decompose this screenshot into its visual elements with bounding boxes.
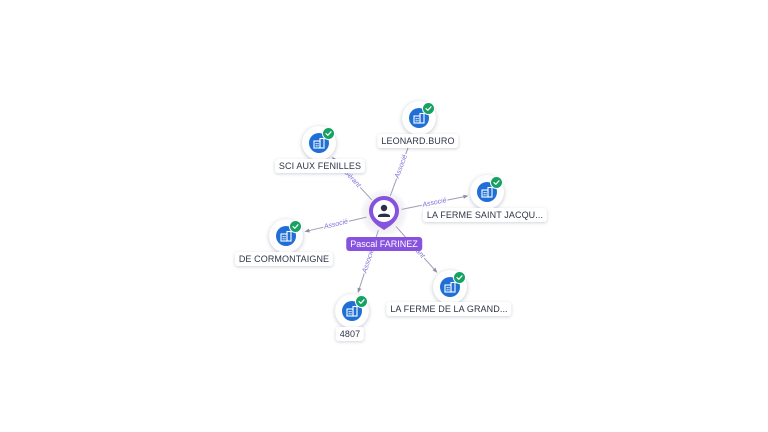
edge-arrow bbox=[304, 228, 310, 233]
verified-check-icon bbox=[453, 271, 466, 284]
edge-de-cormontaigne bbox=[305, 216, 367, 232]
company-label-4807: 4807 bbox=[335, 327, 365, 341]
verified-check-icon bbox=[422, 102, 435, 115]
person-name-label: Pascal FARINEZ bbox=[346, 237, 422, 251]
company-label-leonard-buro: LEONARD.BURO bbox=[377, 134, 459, 148]
company-node-la-ferme-saint-jacques[interactable] bbox=[470, 175, 504, 209]
company-label-la-ferme-de-la-grand: LA FERME DE LA GRAND... bbox=[386, 302, 512, 316]
verified-check-icon bbox=[289, 220, 302, 233]
edge-arrow bbox=[357, 287, 362, 293]
edge-label: Associé bbox=[322, 218, 349, 231]
person-node[interactable] bbox=[360, 189, 408, 237]
company-label-la-ferme-saint-jacques: LA FERME SAINT JACQU... bbox=[422, 208, 548, 222]
company-label-sci-aux-fenilles: SCI AUX FENILLES bbox=[274, 159, 366, 173]
edge-label: Associé bbox=[394, 154, 409, 180]
company-node-de-cormontaigne[interactable] bbox=[269, 219, 303, 253]
edge-label: Associé bbox=[361, 248, 376, 275]
company-node-4807[interactable] bbox=[335, 294, 369, 328]
company-node-sci-aux-fenilles[interactable] bbox=[302, 126, 336, 160]
edge-la-ferme-saint-jacques bbox=[401, 195, 468, 210]
verified-check-icon bbox=[490, 176, 503, 189]
person-icon bbox=[369, 196, 399, 230]
company-node-la-ferme-de-la-grand[interactable] bbox=[433, 270, 467, 304]
verified-check-icon bbox=[322, 127, 335, 140]
edge-arrow bbox=[463, 194, 469, 199]
company-node-leonard-buro[interactable] bbox=[402, 101, 436, 135]
company-label-de-cormontaigne: DE CORMONTAIGNE bbox=[234, 252, 334, 266]
edge-arrow bbox=[432, 267, 438, 273]
verified-check-icon bbox=[355, 295, 368, 308]
